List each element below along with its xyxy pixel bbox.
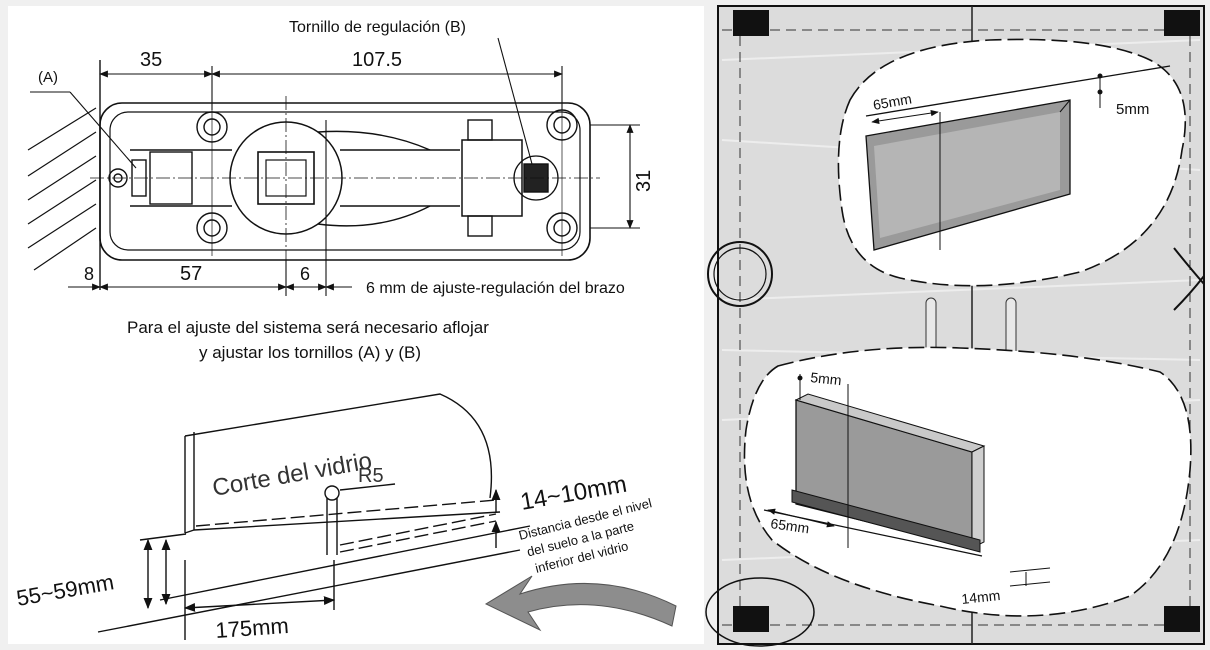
right-x-marker bbox=[1173, 247, 1205, 311]
adjust-note-line-1: Para el ajuste del sistema será necesari… bbox=[127, 318, 489, 337]
r5-label: R5 bbox=[358, 465, 384, 487]
wall-hatch bbox=[27, 107, 97, 271]
label-a: (A) bbox=[38, 69, 58, 86]
corner-block-bottom-left bbox=[733, 606, 769, 632]
pivot-plate-drawing bbox=[27, 60, 600, 290]
top-dimensions bbox=[30, 37, 640, 296]
dim-57: 57 bbox=[180, 263, 202, 285]
adjust-note-line-2: y ajustar los tornillos (A) y (B) bbox=[199, 343, 421, 362]
arm-adjust-text: 6 mm de ajuste-regulación del brazo bbox=[366, 280, 625, 297]
corner-block-top-right bbox=[1164, 10, 1200, 36]
glass-cut-drawing bbox=[97, 393, 531, 640]
offset-175-label: 175mm bbox=[215, 613, 290, 643]
top-5mm-label: 5mm bbox=[1116, 101, 1149, 118]
hinge-circle-marker bbox=[707, 241, 773, 307]
dim-8: 8 bbox=[84, 264, 94, 284]
dim-107: 107.5 bbox=[352, 49, 402, 71]
corner-block-bottom-right bbox=[1164, 606, 1200, 632]
top-detail-balloon bbox=[837, 38, 1186, 287]
curved-arrow-icon bbox=[484, 575, 677, 632]
bottom-left-ellipse bbox=[705, 577, 815, 647]
dim-6: 6 bbox=[300, 264, 310, 284]
plate-outer bbox=[99, 102, 591, 261]
bottom-65mm-label: 65mm bbox=[770, 515, 811, 536]
dim-31: 31 bbox=[633, 170, 655, 192]
dim-35: 35 bbox=[140, 49, 162, 71]
bottom-5mm-label: 5mm bbox=[810, 369, 843, 388]
corner-block-top-left bbox=[733, 10, 769, 36]
label-b: Tornillo de regulación (B) bbox=[289, 19, 466, 36]
bottom-14mm-label: 14mm bbox=[961, 587, 1001, 607]
bottom-detail-balloon bbox=[743, 346, 1192, 617]
top-65mm-label: 65mm bbox=[872, 90, 913, 113]
